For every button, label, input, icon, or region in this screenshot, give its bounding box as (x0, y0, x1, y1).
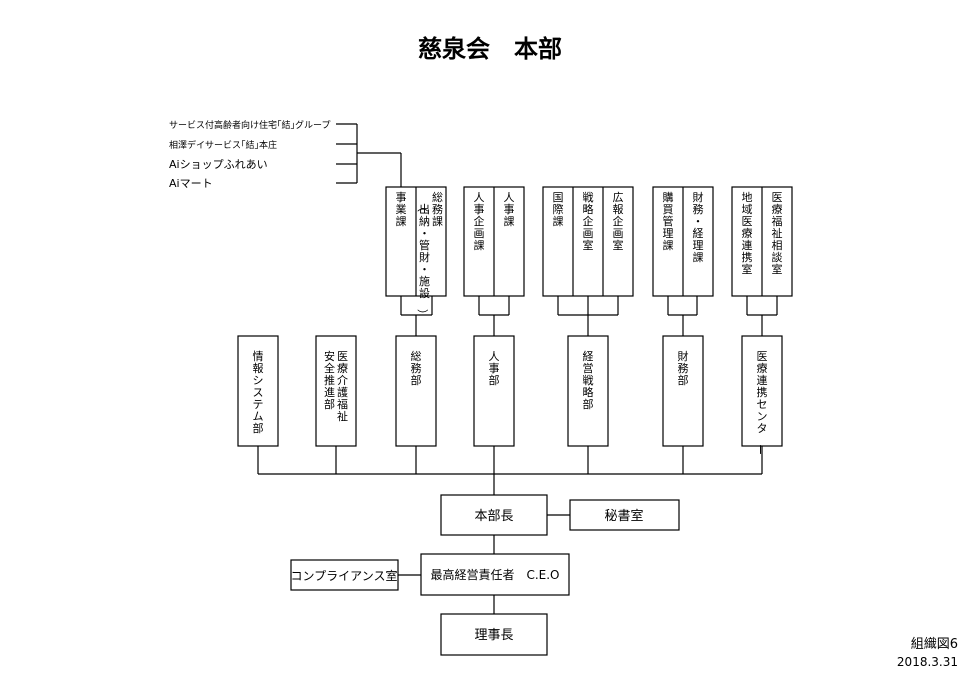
unit-label: 事業課 (396, 191, 407, 228)
department-label: 財務部 (678, 349, 689, 387)
departments: 情報システム部 医療介護福祉安全推進部 総務部 人事部 経営戦略部 財務部 医療連携センター (237, 335, 783, 455)
unit-label: 戦略企画室 (583, 191, 594, 252)
department-box: 財務部 (662, 335, 704, 447)
section-group: 購買管理課 財務・経理課 (652, 186, 714, 297)
department-label: 経営戦略部 (583, 350, 594, 411)
department-label: 総務部 (411, 349, 422, 387)
facility-item: Aiショップふれあい (169, 158, 268, 171)
secretary-label: 秘書室 (604, 508, 643, 524)
unit-label: 国際課 (553, 191, 564, 228)
facility-item: Aiマート (169, 177, 213, 190)
chairman-box: 理事長 (440, 613, 548, 656)
ceo-label: 最高経営責任者 C.E.O (430, 567, 559, 582)
date-label: 2018.3.31 (897, 655, 958, 669)
facility-item: 相澤デイサービス｢結｣本庄 (169, 139, 277, 151)
department-box: 情報システム部 (237, 335, 279, 447)
dept-head-box: 本部長 (440, 494, 548, 536)
unit-label: 人事企画課 (474, 191, 485, 252)
ceo-box: 最高経営責任者 C.E.O (420, 553, 570, 596)
page-title: 慈泉会 本部 (418, 35, 562, 63)
compliance-box: コンプライアンス室 (290, 559, 399, 591)
department-box: 経営戦略部 (567, 335, 609, 447)
unit-label: 財務・経理課 (693, 190, 704, 264)
dept-head-label: 本部長 (474, 509, 513, 524)
secretary-box: 秘書室 (569, 499, 680, 531)
connector-lines (257, 124, 778, 614)
department-label: 情報システム部 (253, 350, 264, 435)
department-label: 人事部 (489, 350, 500, 387)
department-box: 医療連携センター (741, 335, 783, 455)
facility-item: サービス付高齢者向け住宅｢結｣グループ (169, 119, 330, 131)
section-group: 地域医療連携室 医療福祉相談室 (731, 186, 793, 297)
unit-label: 地域医療連携室 (742, 191, 753, 276)
department-label: 医療介護福祉安全推進部 (324, 349, 348, 423)
department-label: 医療連携センター (754, 350, 768, 455)
section-group: 人事企画課 人事課 (463, 186, 525, 297)
department-box: 総務部 (395, 335, 437, 447)
unit-label: 医療福祉相談室 (772, 191, 783, 276)
section-group: 国際課 戦略企画室 広報企画室 (542, 186, 634, 297)
unit-label: 総務課（出納・管財・施設） (416, 190, 443, 320)
compliance-label: コンプライアンス室 (291, 568, 398, 583)
unit-label: 購買管理課 (663, 190, 674, 252)
chairman-label: 理事長 (474, 628, 513, 643)
department-box: 医療介護福祉安全推進部 (315, 335, 357, 447)
figure-label: 組織図6 (911, 637, 958, 652)
unit-label: 人事課 (504, 191, 515, 228)
unit-label: 広報企画室 (613, 191, 624, 252)
department-box: 人事部 (473, 335, 515, 447)
